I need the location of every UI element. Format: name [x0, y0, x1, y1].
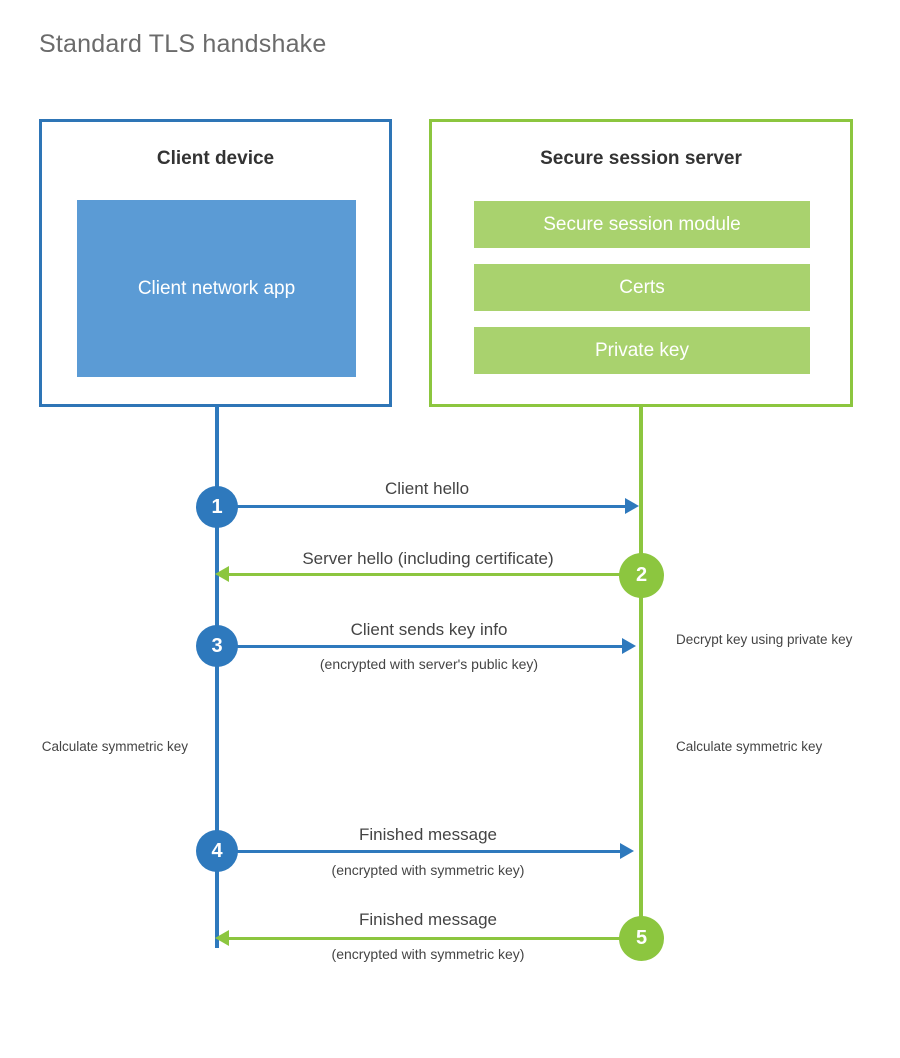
step-4-sublabel: (encrypted with symmetric key) — [331, 862, 525, 878]
step-3-arrow-head-icon — [622, 638, 636, 654]
step-2-arrow-head-icon — [215, 566, 229, 582]
server-component-private-key: Private key — [474, 327, 810, 374]
step-3-sublabel: (encrypted with server's public key) — [319, 656, 539, 672]
page-title: Standard TLS handshake — [39, 30, 327, 58]
note-client-calculate-symmetric-key: Calculate symmetric key — [41, 739, 188, 754]
step-1-label: Client hello — [384, 479, 470, 498]
server-lifeline — [639, 406, 643, 939]
step-5-arrow-head-icon — [215, 930, 229, 946]
note-server-calculate-symmetric-key: Calculate symmetric key — [676, 739, 823, 754]
note-decrypt-key: Decrypt key using private key — [676, 632, 853, 647]
step-4-arrow-line — [217, 850, 620, 853]
client-device-title: Client device — [156, 148, 275, 169]
client-lifeline — [215, 406, 219, 948]
step-2-label: Server hello (including certificate) — [302, 549, 554, 568]
client-network-app-block: Client network app — [77, 200, 356, 377]
secure-session-server-title: Secure session server — [540, 148, 742, 169]
server-component-certs: Certs — [474, 264, 810, 311]
server-component-secure-session-module: Secure session module — [474, 201, 810, 248]
step-1-arrow-line — [217, 505, 625, 508]
step-5-arrow-line — [224, 937, 625, 940]
step-5-label: Finished message — [359, 910, 497, 929]
step-5-sublabel: (encrypted with symmetric key) — [331, 946, 525, 962]
step-marker-3: 3 — [196, 625, 238, 667]
step-3-label: Client sends key info — [350, 620, 508, 639]
step-marker-1: 1 — [196, 486, 238, 528]
step-3-arrow-line — [217, 645, 622, 648]
step-marker-2: 2 — [619, 553, 664, 598]
step-4-label: Finished message — [359, 825, 497, 844]
step-1-arrow-head-icon — [625, 498, 639, 514]
secure-session-server-box: Secure session server Secure session mod… — [429, 119, 853, 407]
step-marker-5: 5 — [619, 916, 664, 961]
client-device-box: Client device Client network app — [39, 119, 392, 407]
step-2-arrow-line — [224, 573, 625, 576]
step-4-arrow-head-icon — [620, 843, 634, 859]
step-marker-4: 4 — [196, 830, 238, 872]
